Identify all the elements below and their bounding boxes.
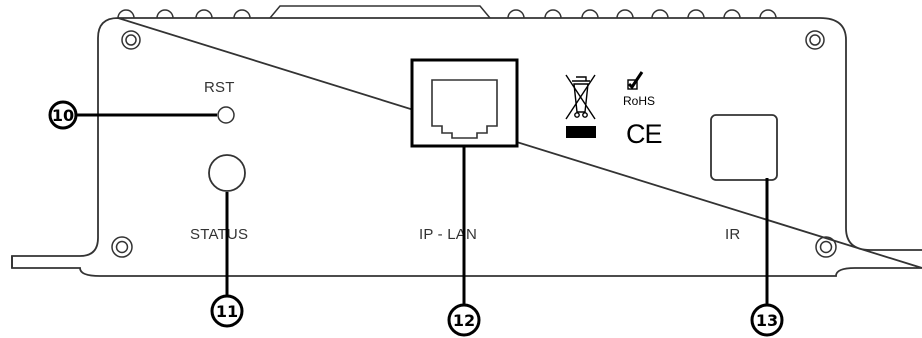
screw-icon [815, 236, 837, 258]
reset-pinhole-icon[interactable] [217, 106, 235, 124]
callout-number: 13 [756, 311, 778, 330]
status-label: STATUS [190, 226, 248, 243]
screw-icon [805, 30, 825, 50]
screw-icon [111, 236, 133, 258]
callout-13: 13 [750, 303, 784, 337]
rohs-checkmark-icon [627, 71, 644, 90]
callout-number: 11 [216, 302, 238, 321]
weee-crossed-bin-icon [565, 74, 596, 120]
rst-label: RST [204, 79, 235, 96]
callout-12: 12 [447, 303, 481, 337]
rj45-port-icon[interactable] [410, 58, 519, 148]
ir-label: IR [725, 226, 740, 243]
top-fins [117, 5, 777, 19]
callout-number: 12 [453, 311, 475, 330]
ip-lan-label: IP - LAN [419, 226, 477, 243]
rohs-label: RoHS [623, 94, 655, 108]
screw-icon [121, 30, 141, 50]
status-led-icon [208, 154, 246, 192]
ir-sensor-window-icon [710, 114, 778, 181]
callout-number: 10 [52, 106, 74, 125]
callout-11: 11 [210, 294, 244, 328]
ce-mark-icon: CE [626, 119, 662, 149]
callout-10: 10 [48, 100, 78, 130]
weee-bar [566, 126, 596, 138]
